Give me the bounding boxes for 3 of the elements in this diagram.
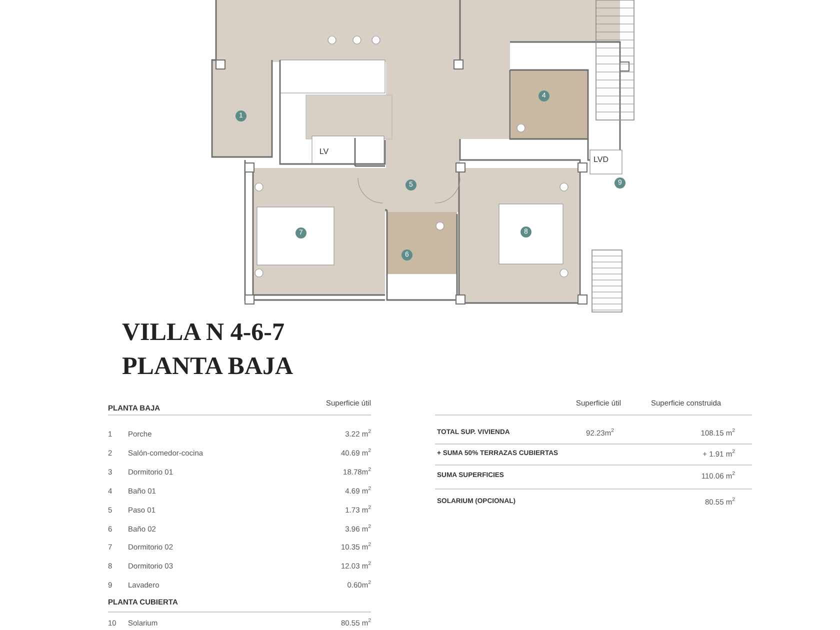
appliance-label: LVD <box>594 155 608 165</box>
plan-title: VILLA N 4-6-7 PLANTA BAJA <box>122 318 294 382</box>
appliance-label: LV <box>319 147 329 157</box>
